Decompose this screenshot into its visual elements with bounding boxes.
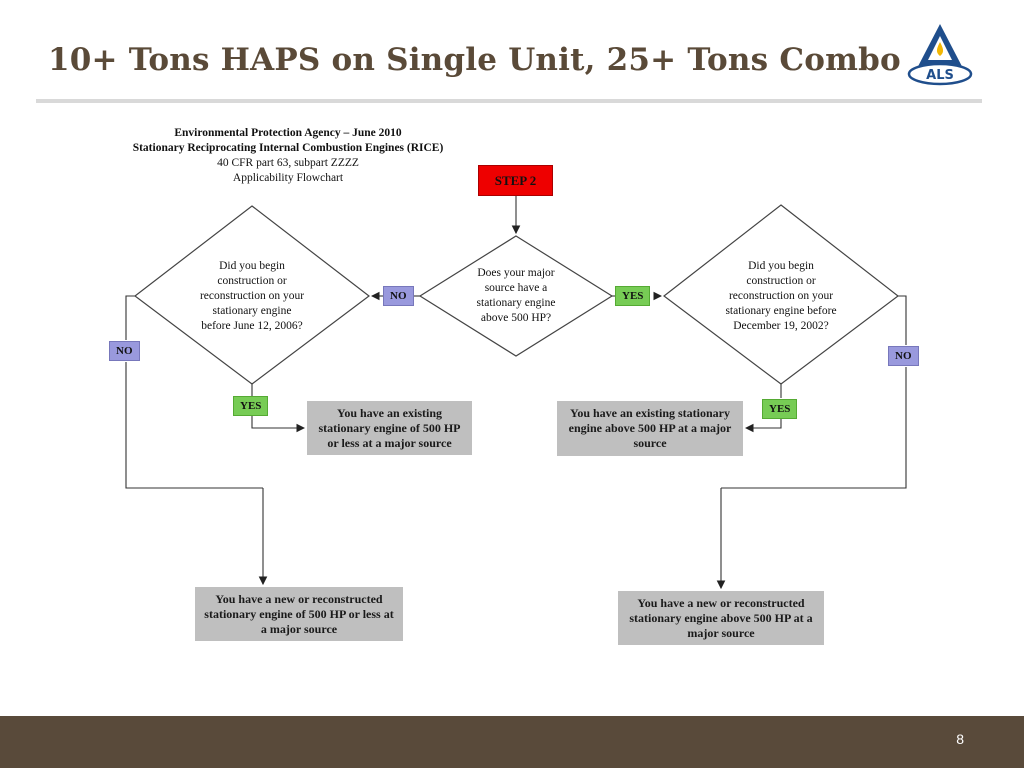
title-divider xyxy=(36,99,982,103)
outcome-right-existing: You have an existing stationary engine a… xyxy=(557,401,743,456)
header-line-flowchart: Applicability Flowchart xyxy=(232,172,344,184)
line-right-no-branch xyxy=(898,295,907,345)
step-2-label: STEP 2 xyxy=(478,165,553,196)
no-tag-right: NO xyxy=(888,346,919,366)
no-tag-center: NO xyxy=(383,286,414,306)
yes-tag-right: YES xyxy=(762,399,798,419)
footer-bar xyxy=(0,716,1024,768)
no-tag-left: NO xyxy=(109,341,140,361)
line-left-no-branch xyxy=(125,295,135,340)
header-line-agency: Environmental Protection Agency – June 2… xyxy=(174,127,402,139)
header-line-rice: Stationary Reciprocating Internal Combus… xyxy=(132,142,444,154)
line-right-no-down xyxy=(721,367,907,489)
header-line-cfr: 40 CFR part 63, subpart ZZZZ xyxy=(217,157,359,169)
page-number: 8 xyxy=(956,731,964,747)
logo-text: ALS xyxy=(926,68,954,83)
right-question: Did you begin construction or reconstruc… xyxy=(725,259,837,332)
arrow-left-existing xyxy=(251,416,306,433)
arrow-right-existing xyxy=(744,419,782,433)
outcome-right-new: You have a new or reconstructed stationa… xyxy=(618,591,824,645)
center-question: Does your major source have a stationary… xyxy=(476,267,556,324)
outcome-left-existing: You have an existing stationary engine o… xyxy=(307,401,472,455)
outcome-left-new: You have a new or reconstructed stationa… xyxy=(195,587,403,641)
yes-tag-center: YES xyxy=(615,286,651,306)
slide-title: 10+ Tons HAPS on Single Unit, 25+ Tons C… xyxy=(48,42,901,78)
als-logo: ALS xyxy=(907,24,973,86)
line-left-no-down xyxy=(125,362,263,489)
yes-tag-left: YES xyxy=(233,396,269,416)
left-question: Did you begin construction or reconstruc… xyxy=(199,259,305,332)
center-decision-diamond xyxy=(418,235,614,357)
flowchart-header: Environmental Protection Agency – June 2… xyxy=(112,126,464,186)
